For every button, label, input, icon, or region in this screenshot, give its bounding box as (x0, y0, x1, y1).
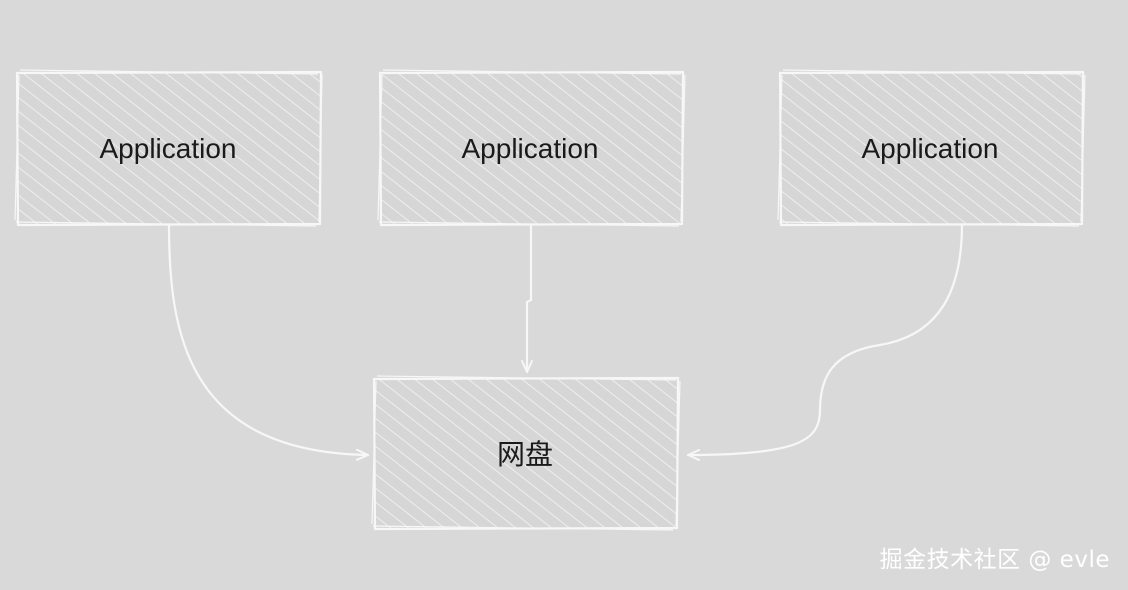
node-border-sketch (377, 69, 686, 227)
node-application-center[interactable]: Application (377, 69, 686, 227)
node-border-sketch (371, 375, 681, 531)
node-label: 网盘 (497, 439, 553, 470)
watermark: 掘金技术社区 @ evle (879, 547, 1110, 573)
node-label: Application (100, 133, 237, 164)
node-label: Application (862, 133, 999, 164)
edge-app-right-to-storage (686, 222, 964, 461)
node-application-left[interactable]: Application (14, 69, 323, 227)
node-border-sketch (14, 69, 323, 227)
edge-app-center-to-storage (521, 222, 533, 374)
connectors (167, 222, 964, 461)
edge-app-left-to-storage (167, 222, 370, 461)
node-border-sketch (777, 69, 1086, 227)
node-application-right[interactable]: Application (777, 69, 1086, 227)
node-label: Application (462, 133, 599, 164)
node-storage[interactable]: 网盘 (371, 375, 681, 531)
